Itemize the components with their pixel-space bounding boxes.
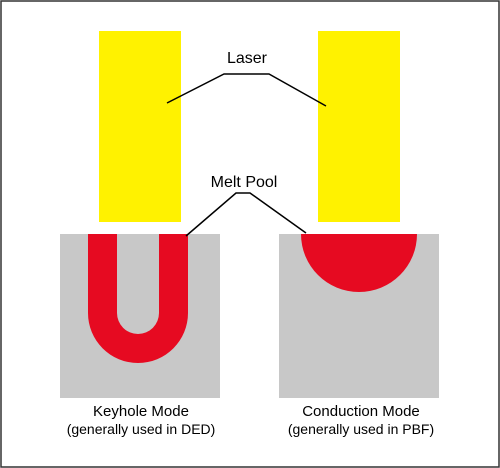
laser-leader-line: [166, 73, 327, 107]
keyhole-usage-label: (generally used in DED): [67, 421, 216, 437]
conduction-melt-pool: [301, 234, 417, 292]
keyhole-mode-label: Keyhole Mode: [93, 403, 189, 420]
laser-label: Laser: [227, 50, 268, 67]
conduction-mode-label: Conduction Mode: [302, 403, 420, 420]
keyhole-melt-pool: [88, 234, 188, 363]
conduction-usage-label: (generally used in PBF): [288, 421, 434, 437]
conduction-laser-beam: [318, 31, 400, 222]
keyhole-substrate: [60, 234, 220, 398]
melt-pool-leader-line: [185, 192, 307, 237]
keyhole-laser-beam: [99, 31, 181, 222]
melt-pool-label: Melt Pool: [211, 174, 278, 191]
